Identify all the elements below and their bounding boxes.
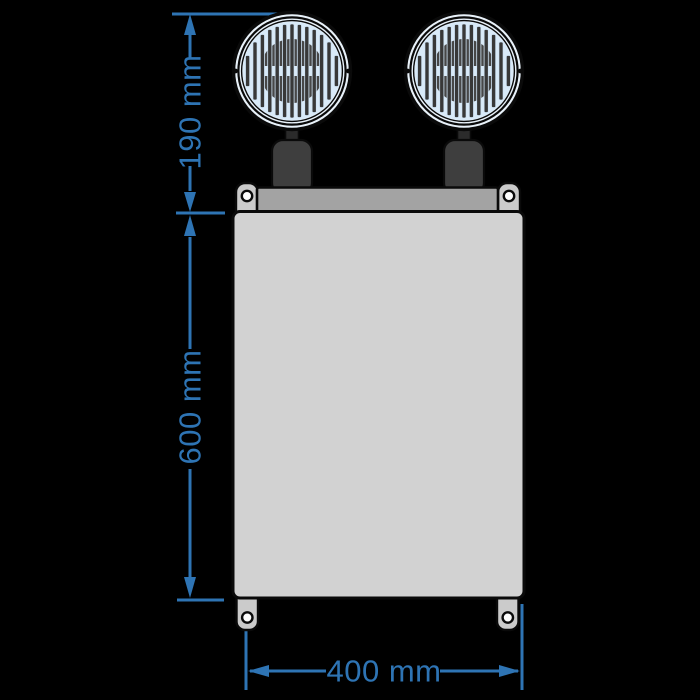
arrowhead-left-icon — [248, 665, 269, 677]
emergency-light-unit — [231, 10, 526, 632]
foot-hole-left — [240, 611, 254, 624]
mounting-hole-right — [502, 189, 516, 203]
foot-hole-right — [501, 611, 515, 624]
arrowhead-down-icon — [184, 192, 196, 212]
dimension-cabinet-height: 600 mm — [173, 215, 224, 602]
lamp-head-right — [403, 10, 525, 132]
dimension-label-cabinet-height: 600 mm — [173, 350, 208, 465]
cabinet-body — [231, 210, 526, 600]
mounting-hole-left — [240, 189, 254, 203]
feet — [235, 588, 520, 632]
arrowhead-up-icon — [184, 14, 196, 35]
lamp-stem-left — [270, 138, 314, 196]
lamp-stem-right — [442, 138, 486, 196]
lamp-stems — [270, 123, 486, 196]
dimension-cabinet-width: 400 mm — [244, 604, 524, 690]
lamp-head-left — [231, 10, 353, 132]
dimension-lamp-head-height: 190 mm — [172, 12, 296, 215]
dimension-label-lamp-head-height: 190 mm — [173, 55, 208, 170]
dimension-label-cabinet-width: 400 mm — [327, 654, 442, 689]
arrowhead-right-icon — [499, 665, 520, 677]
arrowhead-down-icon — [184, 577, 196, 598]
arrowhead-up-icon — [184, 215, 196, 236]
dimension-annotations: 190 mm 600 mm 400 mm — [172, 12, 524, 690]
mounting-rail — [255, 186, 500, 215]
